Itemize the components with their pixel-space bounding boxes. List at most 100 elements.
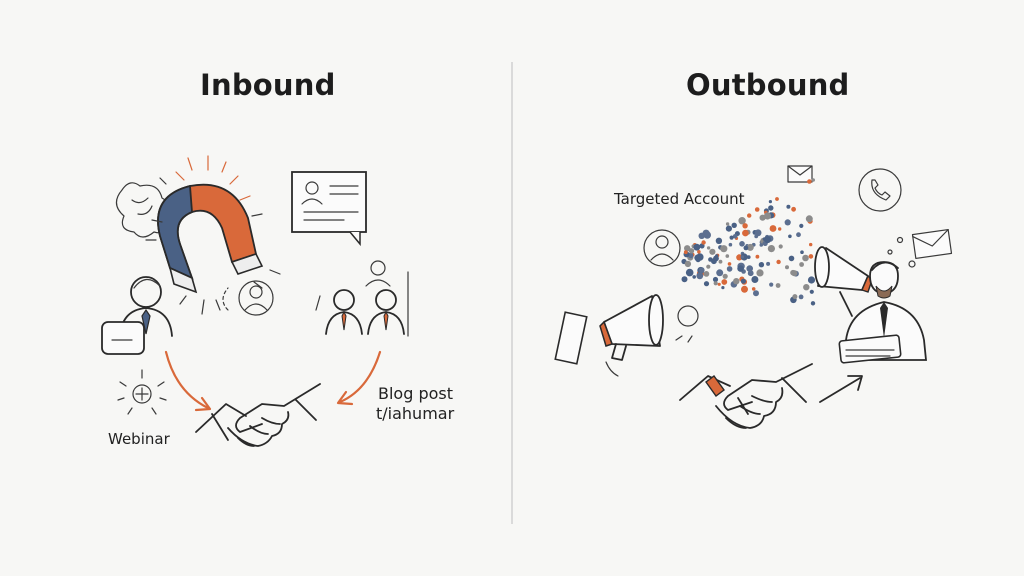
dot — [763, 212, 772, 220]
person-icon — [101, 276, 173, 355]
person-icon — [365, 260, 391, 287]
webinar-icon — [117, 369, 167, 415]
dot — [731, 222, 737, 228]
inbound-title: Inbound — [200, 68, 336, 102]
dot — [802, 254, 809, 262]
phone-icon — [858, 168, 902, 212]
dot — [713, 281, 718, 286]
dot — [727, 262, 732, 266]
dot — [721, 286, 725, 290]
dot — [768, 205, 774, 211]
dot — [728, 242, 733, 247]
dot — [737, 265, 744, 272]
dot — [799, 223, 804, 228]
dot — [726, 266, 733, 272]
dot — [716, 269, 724, 277]
webinar-label: Webinar — [108, 430, 170, 448]
dot — [740, 255, 745, 259]
magnet-rays — [145, 155, 281, 315]
dot — [721, 279, 728, 285]
dot — [810, 301, 816, 306]
dot — [746, 265, 753, 272]
dot — [796, 232, 801, 238]
magnet-icon — [157, 183, 264, 294]
dot — [683, 250, 688, 255]
dot — [785, 265, 789, 270]
blog-post-label-line2: t/iahumar — [376, 404, 455, 423]
dot — [741, 285, 748, 293]
dot — [747, 213, 752, 218]
dot — [729, 235, 734, 240]
dot — [788, 255, 795, 262]
person-icon — [367, 289, 405, 335]
dot — [808, 254, 814, 259]
dot — [759, 243, 764, 247]
dot — [807, 276, 816, 284]
dot — [732, 234, 738, 239]
dot — [786, 204, 791, 209]
dot — [767, 245, 776, 253]
dot — [740, 278, 747, 284]
megaphone-icon — [554, 294, 699, 377]
dot — [800, 250, 804, 254]
targeted-account-label: Targeted Account — [614, 190, 745, 208]
dot — [692, 275, 696, 279]
dot — [788, 234, 792, 239]
dot — [809, 242, 813, 247]
dot — [740, 253, 748, 261]
dot — [792, 294, 798, 300]
dot — [776, 259, 781, 265]
dot — [768, 200, 773, 204]
dot — [703, 281, 710, 287]
dot — [706, 264, 711, 269]
dot — [769, 282, 774, 287]
dot — [709, 248, 716, 255]
dot — [766, 261, 771, 266]
outbound-title: Outbound — [686, 68, 850, 102]
dot — [791, 206, 796, 212]
dot — [769, 225, 777, 232]
dot — [747, 270, 754, 277]
dot — [684, 245, 691, 252]
dot — [746, 255, 751, 259]
dot — [754, 229, 762, 237]
outbound-arrow — [819, 375, 863, 403]
dot — [725, 254, 730, 258]
dot — [712, 276, 719, 283]
inbound-arrow-left — [164, 350, 212, 412]
dot — [805, 215, 813, 223]
dot — [738, 217, 746, 225]
dot — [778, 244, 783, 249]
dot — [703, 271, 710, 277]
dot — [688, 248, 695, 254]
dot — [685, 268, 694, 277]
dot — [733, 278, 740, 285]
dot — [718, 259, 723, 264]
dot — [720, 245, 728, 253]
dot — [739, 241, 745, 247]
dot — [754, 207, 760, 212]
dot — [751, 287, 756, 291]
dot — [715, 237, 723, 244]
dot — [688, 252, 694, 258]
dot — [809, 289, 814, 294]
dot — [778, 227, 782, 231]
dot — [742, 229, 749, 237]
dot — [775, 283, 781, 288]
dot — [711, 258, 717, 265]
dot — [775, 197, 779, 201]
dot — [725, 222, 730, 226]
dot — [701, 240, 706, 245]
avatar-icon — [643, 229, 681, 267]
dot — [722, 273, 728, 279]
envelope-icon — [787, 165, 813, 183]
dot — [742, 223, 748, 229]
profile-card-icon — [291, 171, 367, 247]
dot — [684, 260, 692, 268]
person-icon — [325, 289, 363, 335]
inbound-arrow-right — [336, 350, 382, 406]
handshake-icon — [195, 383, 321, 447]
megaphone-icon — [814, 246, 873, 293]
